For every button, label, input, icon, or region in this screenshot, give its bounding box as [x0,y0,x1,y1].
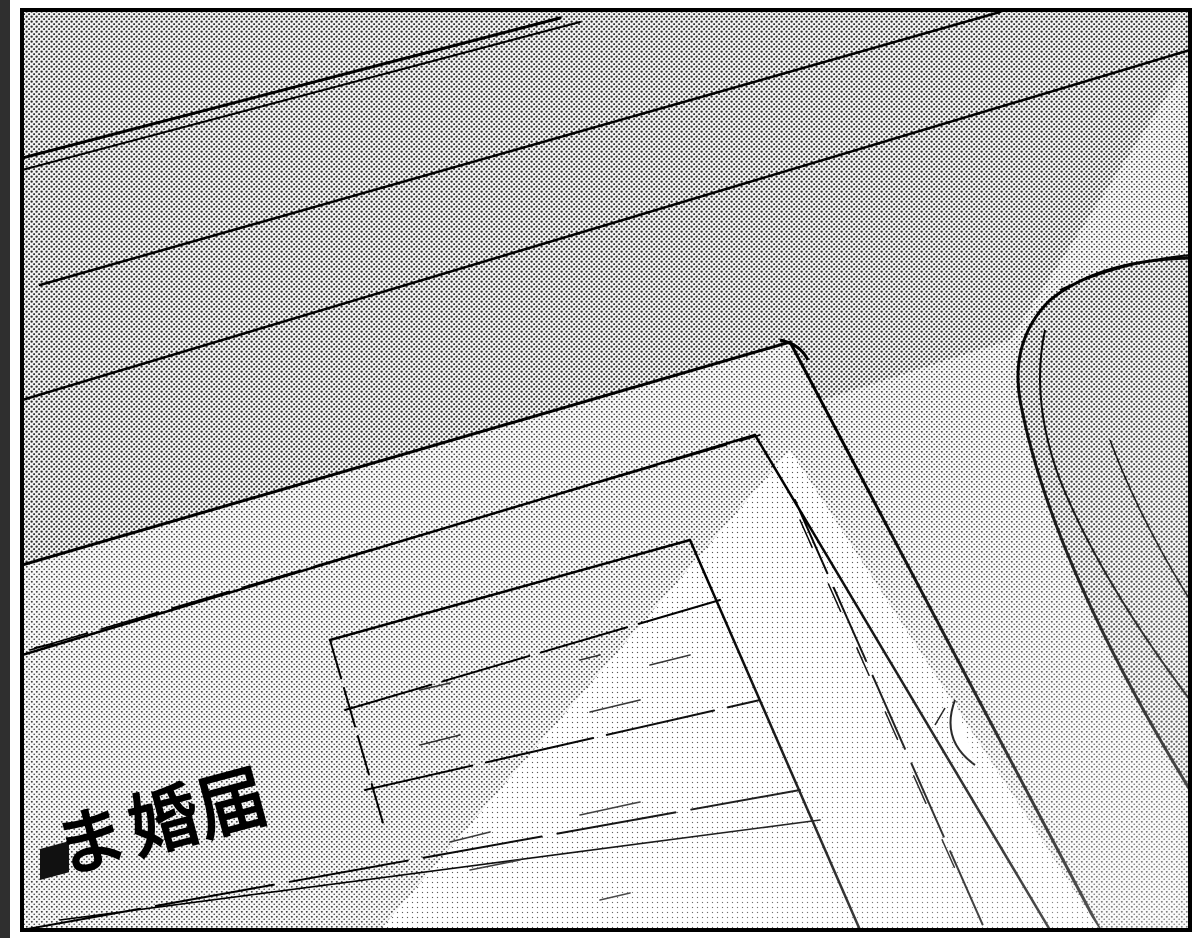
gutter-whitespace [10,0,22,938]
left-gutter [0,0,10,938]
panel-border [20,8,1192,932]
panel-artwork: ま 婚届 [22,10,1190,930]
light-overlay [22,10,1190,930]
